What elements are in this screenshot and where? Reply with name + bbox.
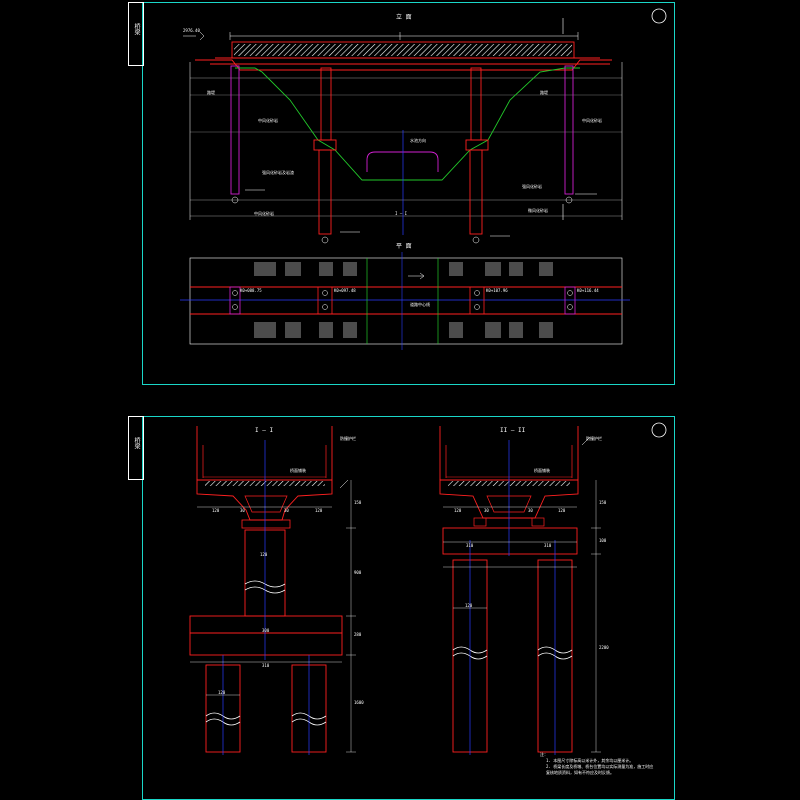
- elevation-left-zone: 中风化砂岩: [258, 118, 278, 123]
- section-1-pile-dim: 120: [260, 552, 268, 557]
- notes-line-2: 2. 桥梁长度及桥墩、桥台位置均以实际测量为准，施工时应: [546, 764, 654, 769]
- plan-station-1: K0+088.75: [240, 288, 262, 293]
- plan-station-4: K0+116.44: [577, 288, 599, 293]
- water-channel: [366, 151, 439, 172]
- section-2-title: II — II: [500, 427, 526, 434]
- section-2-dim-b: 30: [484, 508, 489, 513]
- section-1-dim-c: 30: [284, 508, 289, 513]
- section-2-cap-dim-1: 310: [466, 543, 474, 548]
- left-abutment-pile: [230, 65, 240, 195]
- elevation-bottom-right: 微风化砂岩: [528, 208, 548, 213]
- section-1-deck: 桥面铺装: [290, 468, 306, 473]
- elevation-bottom-left: 中风化砂岩: [254, 211, 274, 216]
- elevation-top-elev: 2976.40: [183, 28, 200, 33]
- section-1-cap-dim: 300: [262, 628, 270, 633]
- elevation-section-mark: I — I: [395, 211, 408, 216]
- section-1-height-2: 900: [354, 570, 362, 575]
- notes-line-3: 复核地质资料，如有不符应及时反馈。: [546, 770, 614, 775]
- right-pier-pile: [469, 149, 483, 235]
- section-2-view: [439, 426, 601, 755]
- elevation-right-label: 路堤: [540, 90, 548, 95]
- sheet-number-circle: [651, 422, 667, 438]
- section-1-height-1: 150: [354, 500, 362, 505]
- section-2-height-2: 100: [599, 538, 607, 543]
- plan-view: [180, 252, 630, 350]
- plan-station-2: K0+097.48: [334, 288, 356, 293]
- left-pier-column: [320, 67, 332, 141]
- sheet-number-circle: [651, 8, 667, 24]
- right-abutment-pile: [564, 65, 574, 195]
- elevation-title: 立 面: [396, 14, 412, 21]
- section-2-dim-d: 120: [558, 508, 566, 513]
- section-1-dim-b: 30: [240, 508, 245, 513]
- title-block-text: 桥梁: [133, 437, 140, 449]
- deck-pavement: [234, 44, 572, 56]
- right-pier-column: [470, 67, 482, 141]
- elevation-water-label: 水池方向: [410, 138, 426, 143]
- section-2-dim-a: 120: [454, 508, 462, 513]
- section-2-guardrail: 防撞护栏: [586, 436, 602, 441]
- plan-center-label: 道路中心线: [410, 302, 430, 307]
- title-block-text: 桥梁: [133, 23, 140, 35]
- section-2-deck: 桥面铺装: [534, 468, 550, 473]
- plan-station-3: K0+107.96: [486, 288, 508, 293]
- section-1-guardrail: 防撞护栏: [340, 436, 356, 441]
- section-1-dim-a: 120: [212, 508, 220, 513]
- plan-title: 平 面: [396, 243, 412, 250]
- left-pier-pile: [318, 149, 332, 235]
- section-1-dim-d: 120: [315, 508, 323, 513]
- title-block-top: 桥梁: [128, 2, 144, 66]
- section-2-pile-width: 120: [465, 603, 473, 608]
- elevation-right-zone: 中风化砂岩: [582, 118, 602, 123]
- elevation-left-text2: 强风化砂岩及岩渣: [262, 170, 294, 175]
- title-block-bottom: 桥梁: [128, 416, 144, 480]
- notes-line-1: 1. 本图尺寸除标高以米计外，其余均以厘米计。: [546, 758, 634, 763]
- notes-heading: 注：: [540, 752, 548, 757]
- section-2-height-1: 150: [599, 500, 607, 505]
- section-1-title: I — I: [255, 427, 274, 434]
- ground-line: [235, 67, 580, 181]
- elevation-view: [183, 18, 623, 244]
- section-1-view: [189, 426, 356, 755]
- elevation-right-text2: 强风化砂岩: [522, 184, 542, 189]
- sheet-frame-top: [142, 2, 675, 385]
- section-2-dim-c: 30: [528, 508, 533, 513]
- section-2-height-3: 2200: [599, 645, 609, 650]
- elevation-left-label: 路堤: [207, 90, 215, 95]
- section-1-pile-width: 120: [218, 690, 226, 695]
- section-1-height-4: 1600: [354, 700, 364, 705]
- section-2-cap-dim-2: 310: [544, 543, 552, 548]
- notes: 注： 1. 本图尺寸除标高以米计外，其余均以厘米计。 2. 桥梁长度及桥墩、桥台…: [540, 752, 670, 776]
- section-1-pile-spacing: 310: [262, 663, 270, 668]
- section-1-height-3: 280: [354, 632, 362, 637]
